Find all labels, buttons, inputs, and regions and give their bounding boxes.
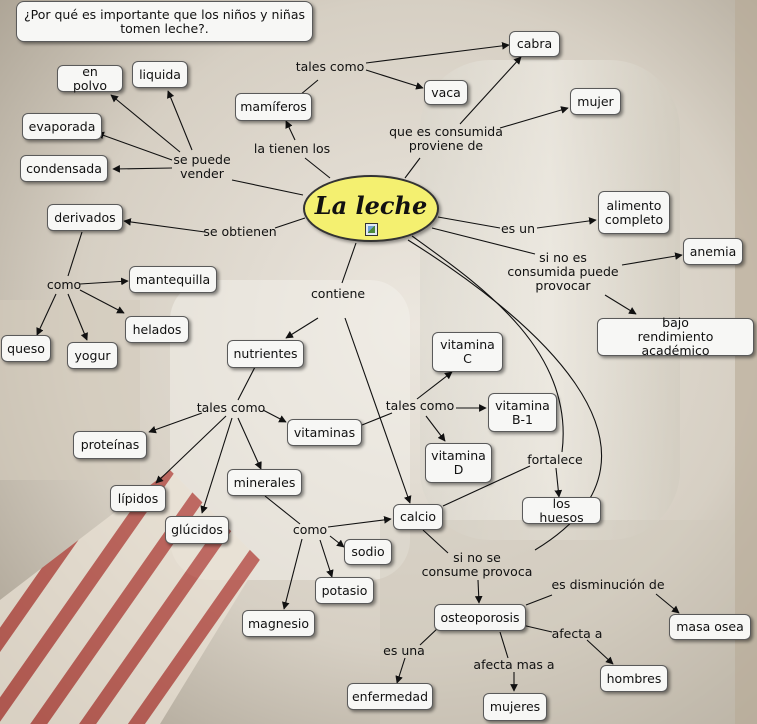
link-tales-como-nutrientes: tales como [196, 400, 266, 415]
concept-vitamina-d[interactable]: vitamina D [425, 443, 492, 483]
link-es-disminucion: es disminución de [551, 577, 665, 592]
concept-mujeres[interactable]: mujeres [483, 693, 547, 721]
concept-hombres[interactable]: hombres [600, 665, 668, 692]
concept-los-huesos[interactable]: los huesos [522, 496, 601, 524]
concept-vitamina-c[interactable]: vitamina C [432, 332, 503, 372]
link-afecta-a: afecta a [551, 626, 603, 641]
concept-en-polvo[interactable]: en polvo [57, 64, 123, 92]
question-box: ¿Por qué es importante que los niños y n… [16, 1, 313, 42]
link-fortalece: fortalece [527, 452, 583, 467]
concept-helados[interactable]: helados [125, 316, 189, 343]
concept-glucidos[interactable]: glúcidos [165, 516, 229, 544]
concept-calcio[interactable]: calcio [393, 504, 443, 530]
concept-nutrientes[interactable]: nutrientes [227, 340, 304, 368]
concept-condensada[interactable]: condensada [20, 155, 108, 182]
link-la-tienen-los: la tienen los [253, 141, 331, 156]
concept-mamiferos[interactable]: mamíferos [235, 93, 312, 121]
concept-minerales[interactable]: minerales [227, 469, 302, 496]
link-es-un: es un [500, 221, 536, 236]
link-como-minerales: como [292, 522, 328, 537]
concept-vaca[interactable]: vaca [424, 80, 468, 105]
link-tales-como-mamiferos: tales como [295, 59, 365, 74]
link-que-es-consumida: que es consumida proviene de [389, 124, 503, 153]
main-concept-label: La leche [314, 191, 428, 220]
concept-liquida[interactable]: liquida [132, 61, 188, 88]
concept-magnesio[interactable]: magnesio [242, 610, 315, 637]
image-resource-icon[interactable] [365, 223, 378, 236]
link-si-no-se-consume: si no se consume provoca [421, 550, 533, 579]
concept-proteinas[interactable]: proteínas [73, 431, 147, 459]
concept-sodio[interactable]: sodio [344, 539, 392, 565]
link-afecta-mas-a: afecta mas a [473, 657, 555, 672]
link-tales-como-vitaminas: tales como [385, 398, 455, 413]
concept-queso[interactable]: queso [1, 335, 51, 362]
concept-anemia[interactable]: anemia [683, 238, 743, 265]
concept-lipidos[interactable]: lípidos [110, 485, 166, 512]
concept-bajo-rendimiento[interactable]: bajo rendimiento académico [597, 316, 754, 358]
concept-mujer[interactable]: mujer [570, 88, 621, 115]
main-concept-la-leche[interactable]: La leche [303, 175, 439, 242]
link-como-derivados: como [46, 277, 82, 292]
concept-alimento-completo[interactable]: alimento completo [598, 191, 670, 234]
link-se-puede-vender: se puede vender [173, 152, 231, 181]
link-si-no-es-consumida: si no es consumida puede provocar [507, 250, 619, 293]
concept-potasio[interactable]: potasio [315, 577, 374, 604]
concept-cabra[interactable]: cabra [509, 31, 560, 57]
link-es-una: es una [383, 643, 425, 658]
concept-enfermedad[interactable]: enfermedad [347, 683, 433, 710]
concept-vitaminas[interactable]: vitaminas [287, 419, 362, 446]
concept-osteoporosis[interactable]: osteoporosis [434, 604, 526, 631]
concept-masa-osea[interactable]: masa osea [669, 614, 751, 640]
concept-vitamina-b1[interactable]: vitamina B-1 [488, 393, 557, 432]
link-se-obtienen: se obtienen [203, 224, 277, 239]
link-contiene: contiene [310, 286, 366, 301]
concept-derivados[interactable]: derivados [47, 204, 123, 231]
concept-yogur[interactable]: yogur [67, 342, 118, 369]
concept-mantequilla[interactable]: mantequilla [129, 266, 217, 293]
concept-evaporada[interactable]: evaporada [22, 113, 102, 140]
